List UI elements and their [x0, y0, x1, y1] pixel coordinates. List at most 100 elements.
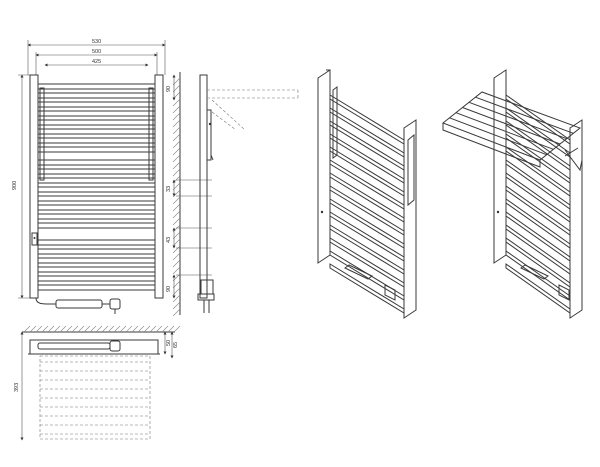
wall-hatch	[101, 325, 109, 333]
dim-depth-c: 393	[14, 383, 20, 392]
shelf-rod	[455, 112, 554, 150]
front-bar	[37, 119, 156, 126]
dim-gap-upper: 33	[166, 186, 172, 192]
wall-hatch	[119, 325, 127, 333]
wall-hatch	[59, 325, 67, 333]
wall-hatch	[172, 308, 181, 317]
dim-width-inner: 425	[92, 59, 101, 65]
wall-hatch	[95, 325, 103, 333]
iso-bar	[329, 146, 405, 197]
wall-hatch	[89, 325, 97, 333]
wall-hatch	[47, 325, 55, 333]
wall-hatch	[172, 133, 181, 142]
iso-bar	[329, 198, 405, 249]
front-bar	[37, 186, 156, 193]
iso-bar	[329, 120, 405, 171]
iso-bar	[329, 224, 405, 275]
iso-view-closed	[317, 69, 417, 319]
iso-bar	[505, 185, 571, 236]
dim-gap-lower: 43	[166, 237, 172, 243]
iso-bar	[505, 94, 571, 145]
dim-bottom-offset: 90	[166, 286, 172, 292]
front-bar	[37, 204, 156, 211]
iso-bar	[505, 159, 571, 210]
wall-hatch	[173, 325, 181, 333]
iso-bar	[505, 250, 571, 301]
dim-height: 900	[12, 181, 18, 190]
wall-hatch	[131, 325, 139, 333]
wall-hatch	[77, 325, 85, 333]
front-bar	[37, 257, 156, 264]
wall-hatch	[53, 325, 61, 333]
shelf-rod	[475, 96, 574, 134]
front-bar	[37, 146, 156, 153]
wall-hatch	[172, 217, 181, 226]
wall-hatch	[172, 203, 181, 212]
iso-bar	[505, 198, 571, 249]
shelf-rod	[462, 107, 561, 145]
dim-top-offset: 90	[166, 86, 172, 92]
wall-hatch	[172, 154, 181, 163]
wall-hatch	[29, 325, 37, 333]
shelf-outline	[39, 355, 151, 440]
top-view: 393 50 65	[14, 325, 181, 441]
wall-hatch	[172, 112, 181, 121]
front-bar	[37, 168, 156, 175]
iso-bar	[505, 146, 571, 197]
shelf-rod	[449, 117, 547, 156]
iso-bar	[505, 133, 571, 184]
wall-hatch	[41, 325, 49, 333]
wall-hatch	[155, 325, 163, 333]
wall-hatch	[71, 325, 79, 333]
wall-hatch	[149, 325, 157, 333]
front-bar	[37, 101, 156, 108]
shelf-rod	[468, 101, 567, 140]
iso-bar	[505, 224, 571, 275]
iso-bar	[505, 263, 571, 314]
iso-bar	[505, 107, 571, 158]
wall-hatch	[143, 325, 151, 333]
wall-hatch	[172, 161, 181, 170]
wall-hatch	[172, 294, 181, 303]
front-bar	[37, 177, 156, 184]
iso-bar	[505, 237, 571, 288]
front-bar	[37, 110, 156, 117]
front-bar	[37, 159, 156, 166]
iso-bar	[505, 211, 571, 262]
side-view: 90 33 43 90	[166, 72, 299, 317]
wall-hatch	[172, 147, 181, 156]
wall-hatch	[137, 325, 145, 333]
dim-width-overall: 530	[92, 39, 101, 45]
front-bar	[37, 83, 156, 90]
wall-hatch	[83, 325, 91, 333]
wall-hatch	[172, 245, 181, 254]
front-bar	[37, 239, 156, 246]
front-view: 530 500 425 900	[12, 39, 166, 314]
wall-hatch	[167, 325, 175, 333]
iso-bar	[329, 133, 405, 184]
wall-hatch	[172, 252, 181, 261]
front-bar	[37, 137, 156, 144]
wall-hatch	[172, 168, 181, 177]
wall-hatch	[172, 140, 181, 149]
front-bar	[37, 92, 156, 99]
wall-hatch	[172, 126, 181, 135]
wall-hatch	[107, 325, 115, 333]
wall-hatch	[113, 325, 121, 333]
wall-hatch	[125, 325, 133, 333]
front-bar	[37, 266, 156, 273]
front-bar	[37, 195, 156, 202]
wall-hatch	[161, 325, 169, 333]
iso-bar	[329, 172, 405, 223]
iso-bar	[329, 211, 405, 262]
iso-bar	[329, 107, 405, 158]
iso-bar	[329, 250, 405, 301]
wall-hatch	[23, 325, 31, 333]
front-bar	[37, 128, 156, 135]
front-bar	[37, 284, 156, 291]
wall-hatch	[172, 119, 181, 128]
wall-hatch	[172, 196, 181, 205]
wall-hatch	[172, 266, 181, 275]
front-bar	[37, 248, 156, 255]
